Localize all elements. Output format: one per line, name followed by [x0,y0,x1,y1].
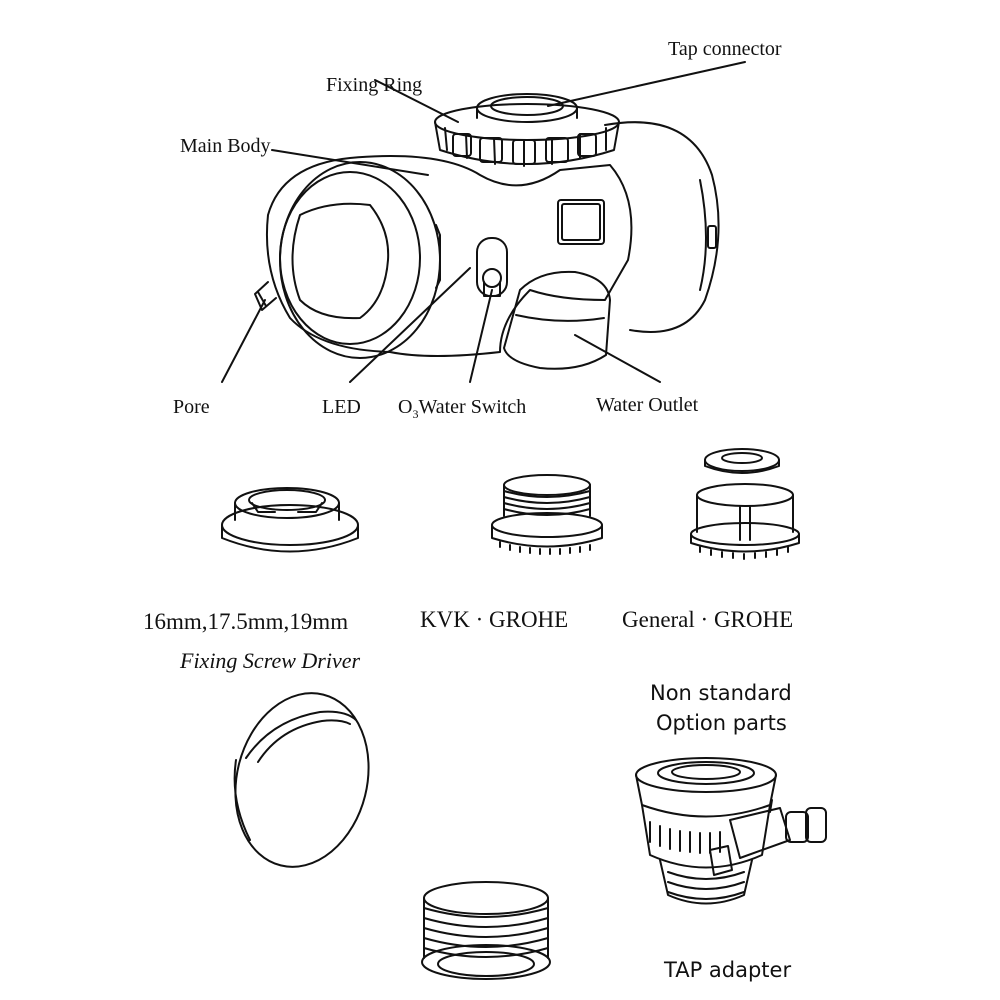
label-general-grohe: General · GROHE [622,607,794,632]
leader-o3-switch [469,289,493,383]
label-tap-adapter: TAP adapter [664,958,792,982]
label-o3-water-switch: O3Water Switch [398,396,526,422]
label-fixing-screw-driver: Fixing Screw Driver [180,648,361,673]
label-water-outlet: Water Outlet [596,394,699,416]
o3-switch-knob [482,268,502,288]
leader-fixing-ring [374,79,459,123]
water-outlet [503,270,611,370]
left-cap-inner [279,171,421,345]
main-body [265,155,633,357]
label-o3-subscript: 3 [412,407,419,421]
display-window [557,199,605,245]
adapter-ring-16mm [221,487,359,553]
label-o3-switch-text: Water Switch [418,396,527,418]
leader-water-outlet [574,334,661,383]
leader-pore [221,299,266,383]
left-cap-outer [279,161,441,359]
label-led: LED [322,396,361,418]
label-tap-connector: Tap connector [668,38,782,60]
fixing-ring [434,103,620,167]
adapter-kvk-grohe [491,474,603,555]
leader-main-body [271,149,429,176]
label-fixing-ring: Fixing Ring [326,74,423,96]
right-cylinder [604,121,720,333]
fixing-screw-driver-disc [233,692,370,868]
label-non-standard-1: Non standard [650,681,792,705]
main-filter-unit [221,61,746,383]
adapter-general-grohe [690,448,800,560]
label-main-body: Main Body [180,135,271,157]
label-pore: Pore [173,396,210,418]
threaded-adapter [421,881,551,980]
leader-tap-connector [547,61,746,107]
label-non-standard-2: Option parts [656,711,787,735]
label-kvk-grohe: KVK · GROHE [420,607,569,632]
label-size-adapter: 16mm,17.5mm,19mm [143,609,349,634]
label-o3-prefix: O [398,396,413,418]
tap-adapter-part [635,757,827,905]
pore-nozzle [254,281,277,311]
tap-connector [476,93,578,123]
leader-led [349,267,471,383]
left-cap-face [291,202,390,320]
